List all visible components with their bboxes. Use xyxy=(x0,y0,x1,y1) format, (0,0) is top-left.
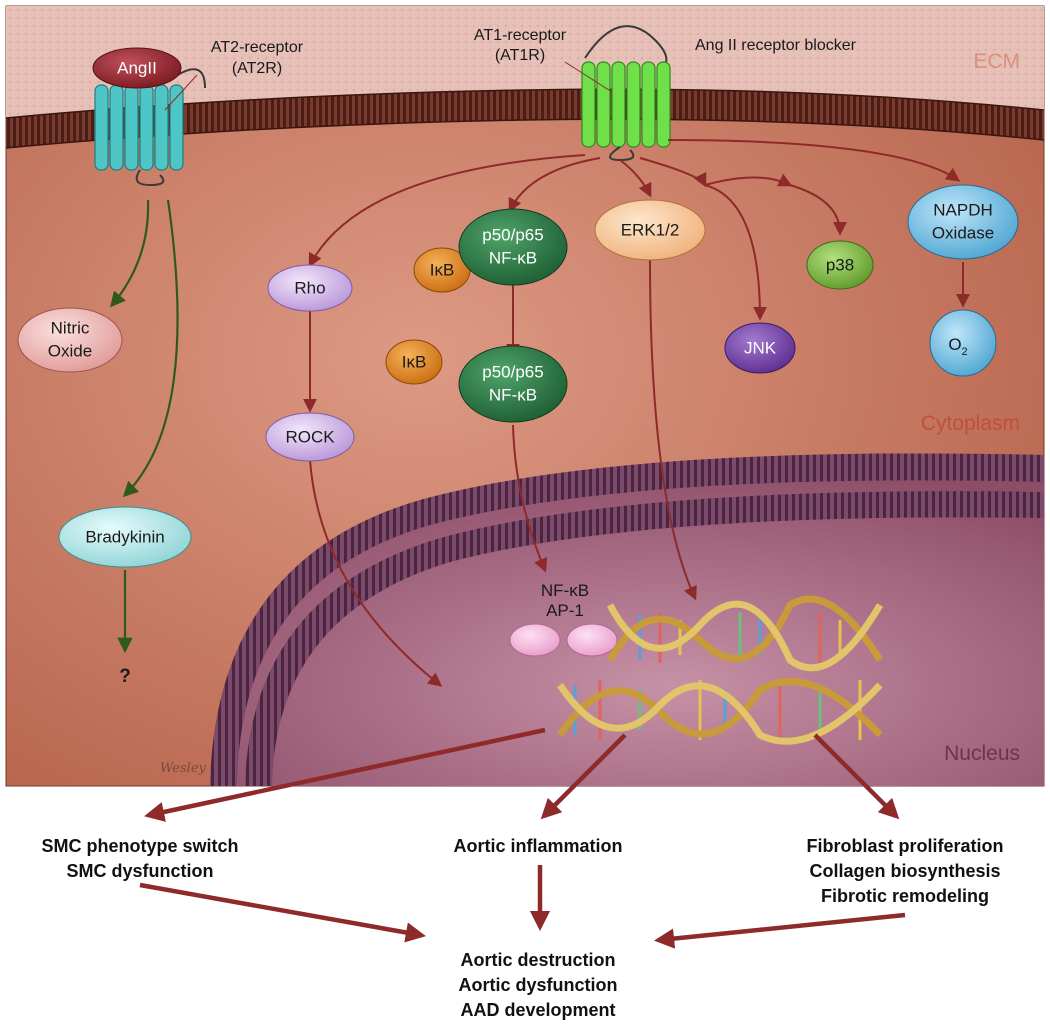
dna-helix-upper xyxy=(606,595,884,672)
smc-line2: SMC dysfunction xyxy=(67,861,214,881)
nfkb-dimer xyxy=(509,623,561,657)
arrow-fibro-final xyxy=(653,912,906,949)
arrow-at1-branch xyxy=(639,157,707,188)
at1-label-line1: AT1-receptor xyxy=(474,27,567,44)
ikb-label-1: IκB xyxy=(430,260,455,279)
arrow-erk-dna xyxy=(649,259,697,601)
final-line2: Aortic dysfunction xyxy=(458,975,617,995)
cell-panel xyxy=(5,5,1045,787)
bradykinin-node xyxy=(58,506,192,568)
p38-node xyxy=(806,240,874,290)
smc-line1: SMC phenotype switch xyxy=(41,836,238,856)
arrow-at1-jnk xyxy=(704,184,767,321)
nitric-oxide-node xyxy=(17,307,123,373)
fibro-line1: Fibroblast proliferation xyxy=(806,836,1003,856)
at2-label-line2: (AT2R) xyxy=(232,60,282,77)
final-line1: Aortic destruction xyxy=(460,950,615,970)
angii-ligand xyxy=(92,47,182,89)
at1-receptor xyxy=(581,25,671,162)
ecm-region xyxy=(6,6,1044,118)
arrow-nfkb-nucleus xyxy=(512,424,548,573)
nucleus-label: Nucleus xyxy=(944,742,1020,765)
arrow-dna-inflammation xyxy=(540,733,627,820)
nfkb-2-line1: p50/p65 xyxy=(482,362,543,381)
at2-label-line1: AT2-receptor xyxy=(211,39,304,56)
nucleus-region xyxy=(210,453,1044,786)
nfkb-1-line2: NF-κB xyxy=(489,248,537,267)
arrow-at1-nfkb xyxy=(508,157,601,213)
bradykinin-label: Bradykinin xyxy=(85,527,164,546)
rho-node xyxy=(267,264,353,312)
arrow-rock-nucleus xyxy=(309,459,443,687)
ap1-dimer xyxy=(566,623,618,657)
nadph-line1: NAPDH xyxy=(933,200,993,219)
nfkb-node-2 xyxy=(458,345,568,423)
angii-label: AngII xyxy=(117,58,157,77)
p38-label: p38 xyxy=(826,255,854,274)
arrow-at1-branch-2 xyxy=(704,173,793,187)
ikb-label-2: IκB xyxy=(402,352,427,371)
nitric-oxide-line2: Oxide xyxy=(48,341,92,360)
nadph-line2: Oxidase xyxy=(932,223,994,242)
ikb-node-2 xyxy=(385,339,443,385)
fibro-line3: Fibrotic remodeling xyxy=(821,886,989,906)
nitric-oxide-line1: Nitric xyxy=(51,318,90,337)
final-line3: AAD development xyxy=(460,1000,615,1020)
nfkb-1-line1: p50/p65 xyxy=(482,225,543,244)
fibro-line2: Collagen biosynthesis xyxy=(809,861,1000,881)
rock-node xyxy=(265,412,355,462)
tf-label-line2: AP-1 xyxy=(546,601,584,620)
erk-label: ERK1/2 xyxy=(621,220,680,239)
arrow-dna-smc xyxy=(144,727,546,822)
nadph-oxidase-node xyxy=(907,184,1019,260)
erk-node xyxy=(594,199,706,261)
arrow-at1-nadph xyxy=(667,139,961,182)
jnk-node xyxy=(724,322,796,374)
arrow-at1-rho xyxy=(308,154,586,268)
nfkb-2-line2: NF-κB xyxy=(489,385,537,404)
jnk-label: JNK xyxy=(744,338,777,357)
rho-label: Rho xyxy=(294,278,325,297)
o2-node xyxy=(929,309,997,377)
arrow-dna-fibro xyxy=(813,733,900,820)
arrow-at1-p38 xyxy=(789,184,847,236)
ecm-label: ECM xyxy=(973,50,1020,73)
arrow-at2-bradykinin xyxy=(122,199,179,498)
tf-label-line1: NF-κB xyxy=(541,581,589,600)
unknown-effect-label: ? xyxy=(119,666,131,687)
nfkb-node-1 xyxy=(458,208,568,286)
blocker-label: Ang II receptor blocker xyxy=(695,37,857,54)
artist-signature: Wesley xyxy=(160,761,207,776)
inflammation-label: Aortic inflammation xyxy=(453,836,622,856)
o2-label: O2 xyxy=(948,335,967,358)
at2-receptor: AngII xyxy=(92,47,206,187)
arrow-at1-erk xyxy=(619,159,652,198)
rock-label: ROCK xyxy=(285,427,335,446)
plasma-membrane xyxy=(6,89,1044,148)
arrow-smc-final xyxy=(139,882,426,943)
cytoplasm-label: Cytoplasm xyxy=(921,412,1020,435)
arrow-at2-no xyxy=(110,199,150,308)
at1-label-line2: (AT1R) xyxy=(495,47,545,64)
